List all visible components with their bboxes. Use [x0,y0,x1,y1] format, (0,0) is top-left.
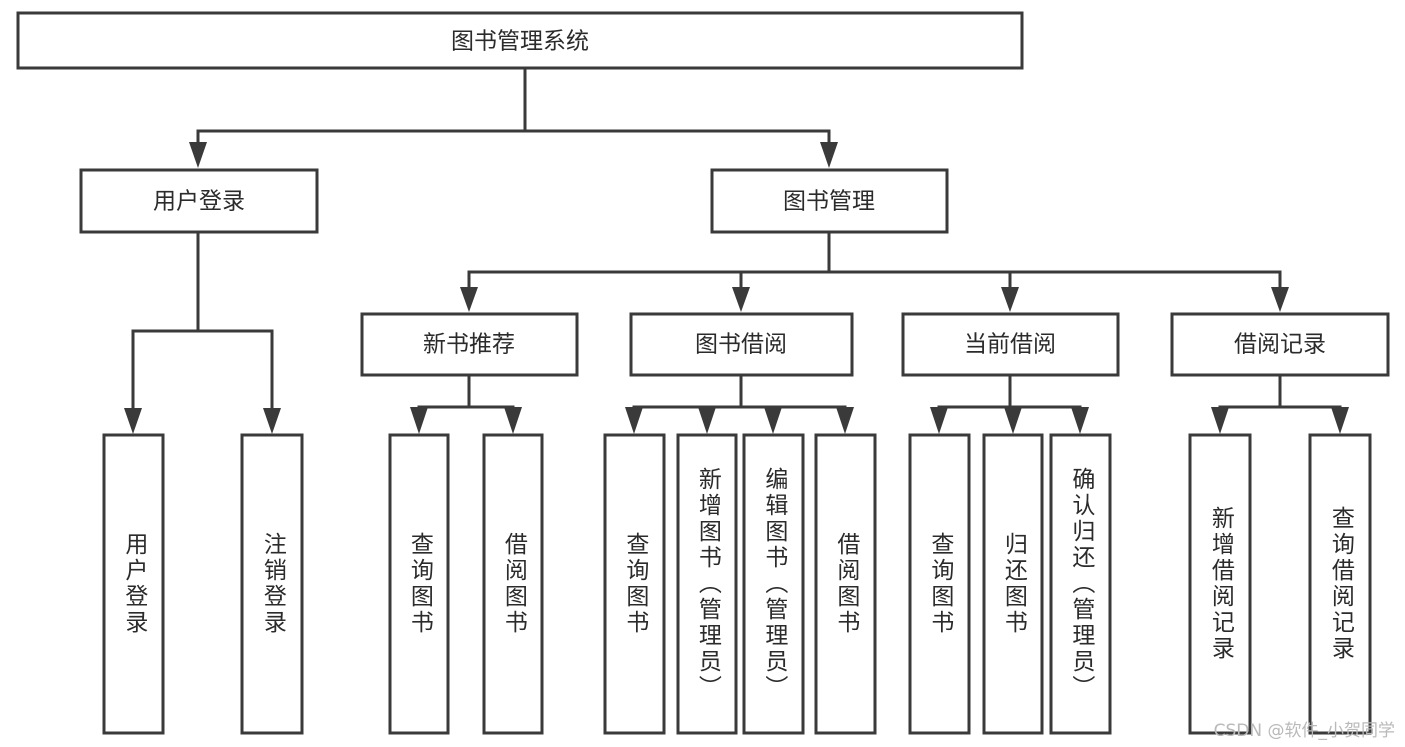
node-user-login-label: 用户登录 [153,189,245,215]
arrowhead-borrow-record [1271,287,1289,312]
node-book-borrow-label: 图书借阅 [695,332,787,358]
arrowhead-book-management [820,142,838,168]
node-leaf-current-borrow-2[interactable] [1049,433,1112,735]
arrowhead-leaf-user-login-1 [263,408,281,434]
arrowhead-leaf-book-borrow-3 [836,407,854,434]
arrowhead-leaf-current-borrow-2 [1071,407,1089,434]
connector-layer [124,66,1349,434]
arrowhead-leaf-current-borrow-1 [1004,407,1022,434]
node-borrow-record-label: 借阅记录 [1234,332,1326,358]
node-book-management[interactable] [710,168,949,234]
node-current-borrow[interactable] [901,312,1120,377]
node-new-book-recommend[interactable] [360,312,579,377]
node-leaf-current-borrow-0[interactable] [908,433,971,735]
arrowhead-leaf-current-borrow-0 [930,407,948,434]
node-user-login[interactable] [79,168,319,234]
node-borrow-record[interactable] [1170,312,1390,377]
arrowhead-leaf-book-borrow-2 [764,407,782,434]
node-leaf-new-book-1[interactable] [482,433,544,735]
arrowhead-book-borrow [732,287,750,312]
node-leaf-book-borrow-0[interactable] [603,433,666,735]
arrowhead-leaf-borrow-record-0 [1211,407,1229,434]
arrowhead-new-book [460,287,478,312]
node-leaf-user-login-1[interactable] [240,433,304,735]
node-current-borrow-label: 当前借阅 [964,332,1056,358]
node-root-label: 图书管理系统 [451,29,589,55]
arrowhead-leaf-book-borrow-0 [625,407,643,434]
node-leaf-new-book-0[interactable] [388,433,450,735]
node-book-management-label: 图书管理 [783,189,875,215]
node-leaf-book-borrow-3[interactable] [814,433,877,735]
node-root-book-management-system[interactable] [16,11,1024,70]
node-leaf-borrow-record-1[interactable] [1308,433,1372,735]
node-book-borrow[interactable] [629,312,854,377]
node-leaf-borrow-record-0[interactable] [1188,433,1252,735]
arrowhead-leaf-new-book-0 [410,407,428,434]
arrowhead-leaf-borrow-record-1 [1331,407,1349,434]
arrowhead-leaf-book-borrow-1 [698,407,716,434]
csdn-watermark: CSDN @软件_小贺同学 [1213,721,1395,741]
node-layer: 图书管理系统 用户登录 图书管理 新书推荐 图书借阅 当前借阅 借阅记录 [16,11,1390,735]
arrowhead-user-login [189,142,207,168]
arrowhead-current-borrow [1001,287,1019,312]
arrowhead-leaf-user-login-0 [124,408,142,434]
arrowhead-leaf-new-book-1 [504,407,522,434]
node-leaf-book-borrow-2[interactable] [742,433,805,735]
node-leaf-current-borrow-1[interactable] [982,433,1044,735]
node-leaf-book-borrow-1[interactable] [676,433,738,735]
node-new-book-recommend-label: 新书推荐 [423,332,515,358]
node-leaf-user-login-0[interactable] [102,433,165,735]
